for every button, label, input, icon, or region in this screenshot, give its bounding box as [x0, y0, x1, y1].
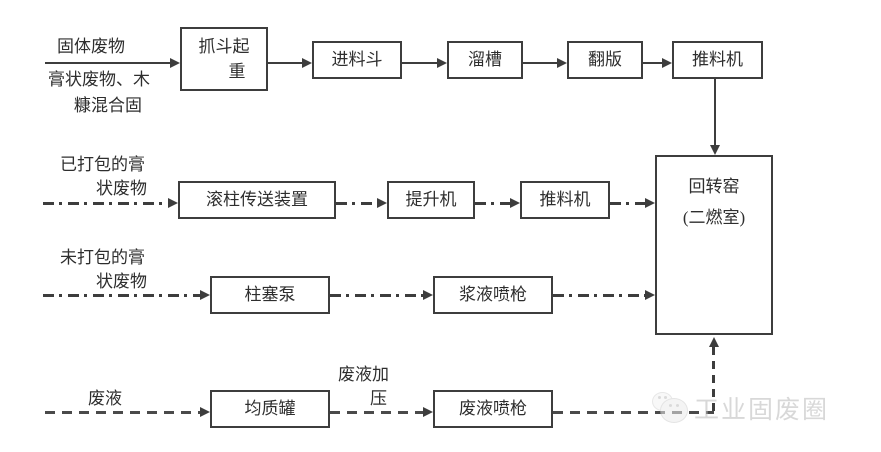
box-grab-crane-label-1: 抓斗起 [198, 36, 250, 56]
edge-row1-seg3 [402, 62, 437, 64]
edge-row1-seg5 [643, 62, 662, 64]
edge-row4-seg1 [45, 411, 200, 414]
box-grab-crane-label-2: 重 [228, 62, 246, 81]
watermark-text: 工业固废圈 [694, 397, 830, 424]
box-roller-conveyor-label: 滚柱传送装置 [206, 189, 308, 209]
arrowhead [168, 198, 178, 208]
box-plunger-pump-label: 柱塞泵 [244, 284, 296, 304]
edge-row2-seg4 [610, 202, 645, 205]
label-pressurize-1: 废液加 [338, 365, 389, 384]
box-slurry-spray-gun-label: 浆液喷枪 [459, 284, 527, 304]
box-chute-label: 溜槽 [468, 49, 502, 69]
box-homogenizing-tank: 均质罐 [210, 390, 330, 428]
edge-pusher-to-kiln [714, 79, 716, 145]
box-pusher-mid: 推料机 [520, 181, 610, 219]
label-pressurize-2: 压 [370, 389, 387, 408]
edge-row3-seg3 [553, 294, 645, 297]
edge-row2-seg3 [475, 202, 510, 205]
arrowhead [302, 58, 312, 68]
arrowhead [200, 407, 210, 417]
edge-liquid-to-kiln [712, 347, 715, 413]
box-rotary-kiln: 回转窑 (二燃室) [655, 155, 773, 335]
watermark: 工业固废圈 [650, 390, 829, 426]
arrowhead [200, 290, 210, 300]
box-slurry-spray-gun: 浆液喷枪 [433, 276, 553, 314]
box-roller-conveyor: 滚柱传送装置 [178, 181, 336, 219]
label-unpacked-paste-2: 状废物 [96, 272, 147, 291]
label-paste-wood-2: 糠混合固 [74, 96, 142, 115]
arrowhead [557, 58, 567, 68]
arrowhead [709, 337, 719, 347]
arrowhead [437, 58, 447, 68]
box-pusher-top: 推料机 [672, 41, 763, 79]
edge-row4-seg3 [553, 411, 714, 414]
arrowhead [423, 290, 433, 300]
box-rotary-kiln-label-1: 回转窑 [688, 177, 740, 196]
box-flip-plate: 翻版 [567, 41, 643, 79]
label-waste-liquid: 废液 [88, 389, 122, 408]
edge-row1-seg2 [268, 62, 302, 64]
label-paste-wood-1: 膏状废物、木 [48, 70, 150, 89]
arrowhead [423, 407, 433, 417]
wechat-icon [650, 390, 690, 426]
edge-row2-seg1 [43, 202, 168, 205]
box-elevator: 提升机 [387, 181, 475, 219]
box-feed-hopper-label: 进料斗 [331, 49, 383, 69]
box-feed-hopper: 进料斗 [312, 41, 402, 79]
box-waste-liquid-spray-gun: 废液喷枪 [433, 390, 553, 428]
box-flip-plate-label: 翻版 [588, 49, 622, 69]
box-waste-liquid-spray-gun-label: 废液喷枪 [459, 398, 527, 418]
arrowhead [510, 198, 520, 208]
arrowhead [377, 198, 387, 208]
edge-row3-seg2 [330, 294, 423, 297]
label-unpacked-paste-1: 未打包的膏 [60, 248, 145, 267]
edge-row3-seg1 [43, 294, 200, 297]
box-grab-crane: 抓斗起 重 [180, 27, 268, 91]
edge-row2-seg2 [336, 202, 377, 205]
box-elevator-label: 提升机 [405, 189, 457, 209]
arrowhead [662, 58, 672, 68]
box-plunger-pump: 柱塞泵 [210, 276, 330, 314]
arrowhead [645, 290, 655, 300]
box-pusher-top-label: 推料机 [692, 49, 743, 69]
arrowhead [710, 145, 720, 155]
arrowhead [170, 58, 180, 68]
label-packed-paste-2: 状废物 [96, 179, 147, 198]
label-packed-paste-1: 已打包的膏 [60, 155, 145, 174]
edge-row4-seg2 [330, 411, 423, 414]
box-chute: 溜槽 [447, 41, 523, 79]
label-solid-waste: 固体废物 [57, 37, 125, 56]
arrowhead [645, 198, 655, 208]
box-pusher-mid-label: 推料机 [539, 189, 591, 209]
edge-row1-seg4 [523, 62, 557, 64]
box-rotary-kiln-label-2: (二燃室) [682, 208, 746, 228]
edge-row1-seg1 [45, 62, 170, 64]
box-homogenizing-tank-label: 均质罐 [244, 398, 296, 418]
